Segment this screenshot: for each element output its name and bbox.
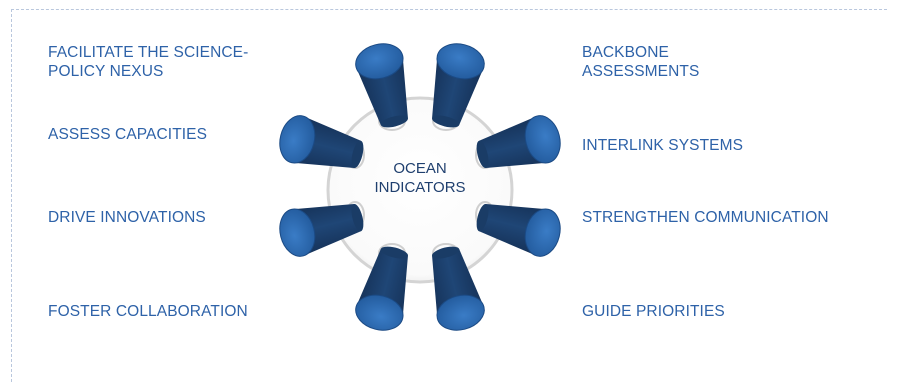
label-backbone-assessments: BACKBONE ASSESSMENTS [582, 44, 700, 80]
cup-icon [476, 204, 561, 257]
cup-icon [432, 246, 485, 331]
label-strengthen-communication: STRENGTHEN COMMUNICATION [582, 209, 829, 226]
cup-icon [279, 115, 364, 168]
hub-label: OCEAN INDICATORS [374, 160, 466, 196]
label-guide-priorities: GUIDE PRIORITIES [582, 303, 725, 320]
label-assess-capacities: ASSESS CAPACITIES [48, 126, 208, 143]
cup-icon [432, 43, 485, 128]
cup-icon [279, 204, 364, 257]
label-facilitate-science-policy: FACILITATE THE SCIENCE- POLICY NEXUS [48, 44, 249, 80]
label-foster-collaboration: FOSTER COLLABORATION [48, 303, 248, 320]
label-drive-innovations: DRIVE INNOVATIONS [48, 209, 206, 226]
diagram-frame [11, 9, 887, 382]
cup-icon [355, 43, 408, 128]
hub-circle [326, 96, 514, 284]
cup-icon [476, 115, 561, 168]
label-interlink-systems: INTERLINK SYSTEMS [582, 137, 744, 154]
cup-icon [355, 246, 408, 331]
